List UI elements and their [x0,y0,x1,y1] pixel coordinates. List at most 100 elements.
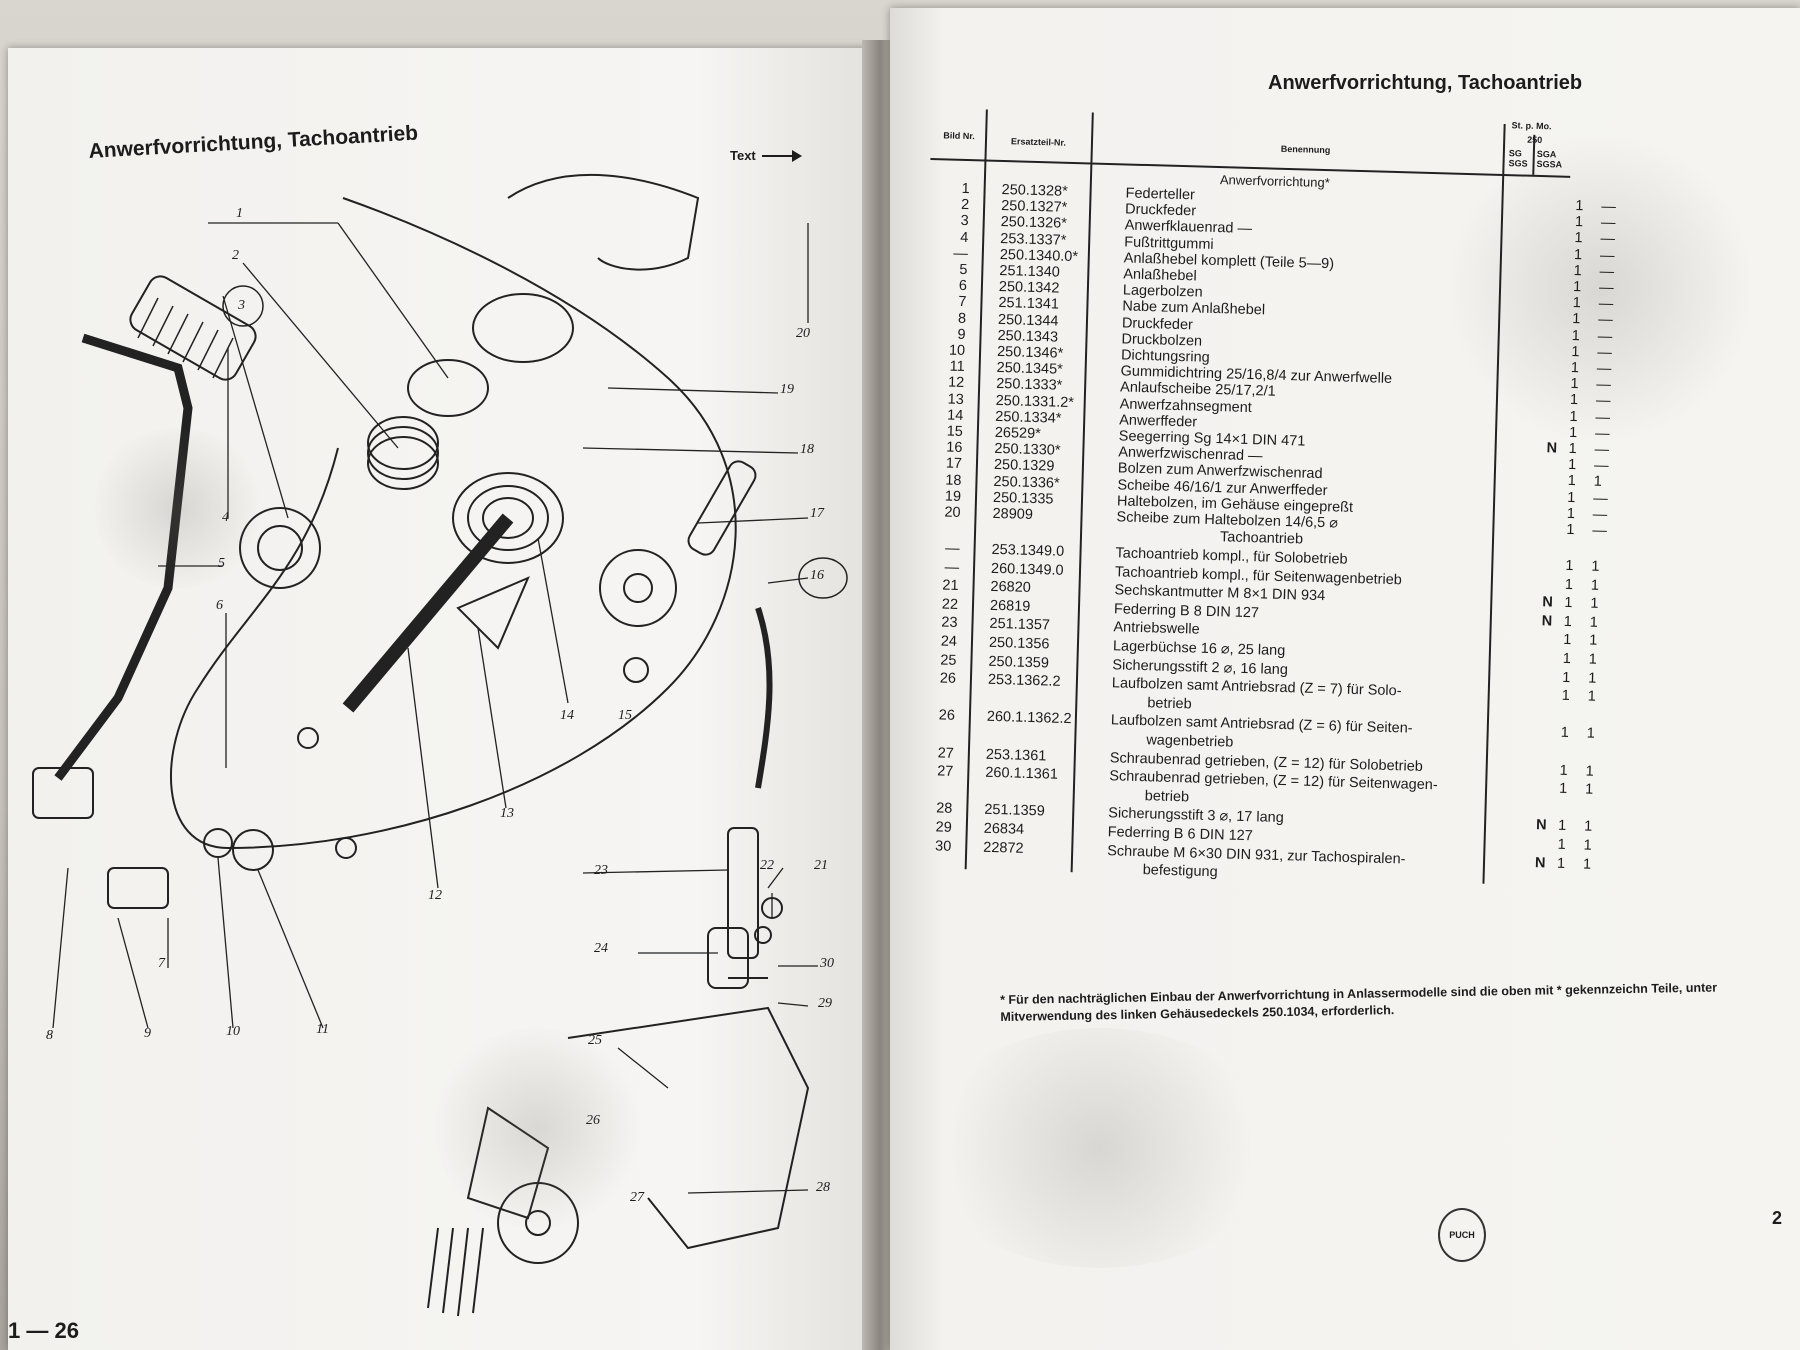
bild-nr-cell: 17 [945,455,963,473]
part-number-cell: 26834 [983,820,1025,838]
callout-label: 24 [594,941,608,956]
qty-a-cell: 1 [1572,295,1581,312]
bild-nr-cell: 27 [936,763,954,781]
qty-b-cell: 1 [1590,577,1600,594]
part-number-cell: 250.1340.0* [999,246,1079,265]
description-continuation-cell: betrieb [1147,695,1192,713]
qty-b-cell: — [1597,328,1613,345]
qty-a-cell: 1 [1558,780,1568,798]
column-rule [1482,123,1506,884]
callout-label: 10 [226,1024,240,1039]
norm-flag-cell: N [1534,854,1546,872]
header-benennung: Benennung [1280,143,1331,156]
qty-a-cell: 1 [1563,632,1572,649]
bild-nr-cell: 27 [937,745,955,762]
part-number-cell: 250.1333* [995,376,1063,395]
part-number-cell: 26819 [989,597,1031,615]
qty-b-cell: — [1598,279,1614,297]
header-bild-nr: Bild Nr. [943,130,976,142]
callout-label: 9 [144,1026,151,1041]
qty-a-cell: 1 [1569,408,1578,425]
section-tachoantrieb: Tachoantrieb [1219,529,1304,548]
part-number-cell: 28909 [992,505,1034,523]
qty-b-cell: — [1593,457,1609,475]
qty-b-cell: — [1592,522,1608,540]
qty-a-cell: 1 [1560,725,1569,742]
qty-b-cell: — [1594,441,1610,459]
part-number-cell: 250.1342 [998,279,1060,297]
qty-b-cell: — [1597,344,1613,361]
qty-b-cell: 1 [1585,763,1594,780]
callout-label: 12 [428,888,442,903]
bild-nr-cell: 24 [940,633,958,650]
part-number-cell: 253.1361 [985,746,1047,765]
callout-label: 18 [800,442,814,457]
qty-b-cell: — [1599,247,1615,264]
qty-a-cell: 1 [1567,473,1577,490]
logo-text: PUCH [1449,1230,1475,1240]
callout-label: 14 [560,708,574,723]
header-models-a: SG SGS [1508,148,1528,169]
qty-a-cell: 1 [1557,836,1566,853]
qty-b-cell: 1 [1587,688,1597,705]
callout-label: 2 [232,248,239,263]
qty-a-cell: 1 [1559,762,1568,779]
qty-a-cell: 1 [1573,262,1582,279]
callout-label: 21 [814,858,828,873]
header-st-p-mo: St. p. Mo. [1511,120,1552,132]
qty-a-cell: 1 [1566,521,1575,539]
qty-b-cell: — [1593,490,1608,507]
qty-b-cell: — [1598,312,1613,329]
description-continuation-cell: betrieb [1144,788,1190,806]
bild-nr-cell: — [944,540,960,557]
column-rule [1070,112,1094,873]
description-cell: Anwerffeder [1119,412,1198,431]
bild-nr-cell: 23 [941,614,958,632]
callout-label: 19 [780,382,794,397]
qty-a-cell: 1 [1575,198,1584,215]
qty-a-cell: 1 [1564,576,1574,593]
part-number-cell: 260.1.1361 [985,764,1059,783]
qty-a-cell: 1 [1567,489,1576,506]
bild-nr-cell: 13 [947,391,964,408]
qty-a-cell: 1 [1561,688,1571,705]
qty-b-cell: 1 [1582,856,1592,873]
bild-nr-cell: 20 [944,504,961,521]
part-number-cell: 260.1.1362.2 [986,709,1072,728]
norm-flag-cell: N [1542,594,1554,611]
bild-nr-cell: 3 [960,213,969,230]
header-ersatzteil-nr: Ersatzteil-Nr. [1010,136,1067,148]
qty-a-cell: 1 [1572,311,1581,328]
qty-b-cell: 1 [1583,818,1593,836]
bild-nr-cell: 19 [944,488,962,505]
bild-nr-cell: 11 [949,358,965,376]
qty-a-cell: 1 [1564,595,1573,612]
smudge [88,428,268,588]
callout-label: 11 [316,1022,329,1037]
qty-a-cell: 1 [1566,505,1576,522]
callout-label: 5 [218,556,225,572]
callout-label: 25 [588,1033,602,1048]
text-reference: Text [730,148,802,163]
qty-a-cell: 1 [1563,613,1573,630]
part-number-cell: 251.1341 [998,295,1060,314]
qty-b-cell: 1 [1589,632,1598,650]
qty-b-cell: 1 [1593,474,1603,491]
part-number-cell: 26820 [990,579,1032,597]
qty-b-cell: — [1595,409,1611,426]
qty-a-cell: 1 [1571,343,1580,360]
bild-nr-cell: — [953,245,969,262]
part-number-cell: 250.1359 [988,653,1050,672]
part-number-cell: 251.1359 [984,802,1045,820]
callout-label: 17 [810,506,824,521]
parts-table: Bild Nr. Ersatzteil-Nr. Benennung St. p.… [904,104,1752,1127]
text-reference-label: Text [730,148,756,163]
callout-label: 23 [594,863,608,878]
description-cell: Antriebswelle [1113,619,1200,639]
part-number-cell: 250.1327* [1000,198,1068,217]
bild-nr-cell: 21 [942,577,959,595]
part-number-cell: 250.1335 [992,489,1054,508]
description-cell: Lagerbüchse 16 ⌀, 25 lang [1112,638,1286,660]
qty-b-cell: 1 [1590,595,1599,612]
description-cell: Lagerbolzen [1122,282,1203,301]
